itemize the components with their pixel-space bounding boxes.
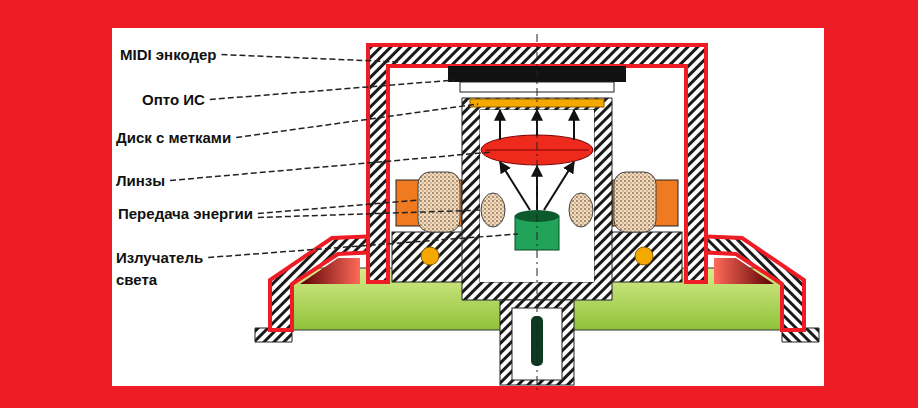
light-source-right	[635, 247, 653, 265]
leader-line	[258, 210, 482, 218]
part-label: Передача энергии	[118, 203, 253, 225]
leader-line	[258, 200, 420, 214]
part-label: MIDI энкодер	[120, 44, 216, 66]
light-source-left	[421, 247, 439, 265]
leader-line	[221, 55, 398, 63]
part-label: Опто ИС	[142, 89, 205, 111]
part-label: Диск с метками	[116, 127, 231, 149]
part-label: Линзы	[116, 170, 165, 192]
coil-outer-left	[418, 172, 460, 232]
leader-line	[208, 234, 518, 258]
part-label: Излучатель света	[116, 247, 226, 291]
leader-line	[210, 80, 455, 100]
coil-outer-right	[614, 172, 656, 232]
bearing-right	[610, 232, 682, 282]
leader-line	[236, 104, 478, 138]
coil-inner-right	[569, 193, 593, 227]
leader-line	[170, 152, 492, 181]
center-axis	[537, 34, 538, 392]
coil-inner-left	[481, 193, 505, 227]
